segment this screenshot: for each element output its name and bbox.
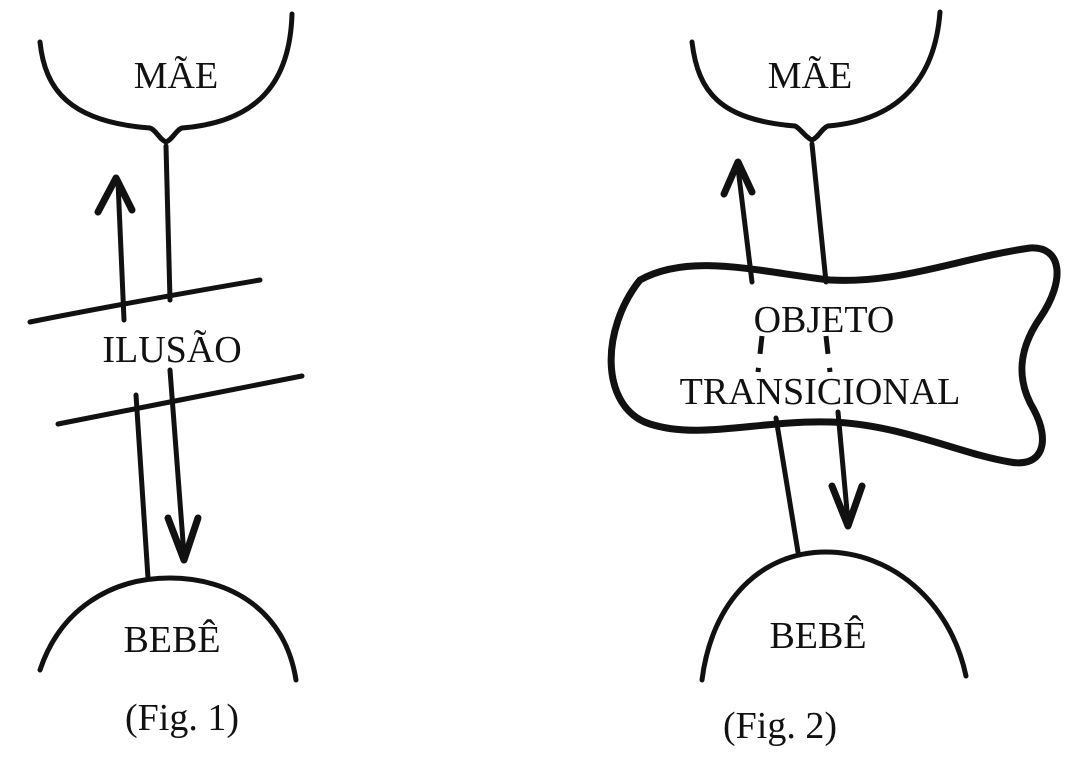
fig1-illusion-line-bottom <box>55 373 305 427</box>
fig1-arrowhead-down <box>164 514 202 564</box>
fig2-object-label: OBJETO <box>754 299 895 341</box>
fig1-baby-shape <box>37 575 299 683</box>
figure-1: MÃE ILUSÃO BEBÊ (Fig. 1) <box>27 11 305 739</box>
fig2-mother-label: MÃE <box>768 55 852 97</box>
fig2-line-baby-to-mother-bottom <box>773 415 801 555</box>
fig1-caption: (Fig. 1) <box>125 697 239 739</box>
fig2-arrowhead-up <box>720 158 756 198</box>
fig2-baby-shape <box>699 549 969 683</box>
fig2-line-mother-to-baby-dashed <box>823 335 833 373</box>
fig2-transitional-object-shape <box>607 244 1061 467</box>
fig2-caption: (Fig. 2) <box>723 705 837 747</box>
fig2-arrowhead-down <box>828 482 866 530</box>
fig1-illusion-line-top <box>27 277 263 325</box>
figure-2: MÃE OBJETO TRANSICIONAL BEBÊ (Fig. 2) <box>607 9 1061 747</box>
fig2-mother-shape <box>689 9 943 143</box>
fig1-line-baby-to-mother <box>133 392 151 581</box>
fig2-transitional-label: TRANSICIONAL <box>680 371 961 413</box>
fig1-arrowhead-up <box>94 174 136 216</box>
fig2-line-baby-to-mother-top <box>735 165 755 285</box>
fig1-line-mother-to-baby <box>163 143 173 303</box>
fig1-illusion-label: ILUSÃO <box>102 329 241 371</box>
fig2-line-mother-to-baby-top <box>809 141 829 285</box>
fig1-line-baby-to-mother-upper <box>115 179 127 323</box>
fig1-baby-label: BEBÊ <box>123 619 220 661</box>
fig2-line-baby-to-mother-dashed <box>755 335 765 373</box>
fig2-line-mother-to-baby-bottom <box>835 409 851 525</box>
fig1-mother-shape <box>37 11 295 145</box>
fig2-baby-label: BEBÊ <box>769 615 866 657</box>
fig1-mother-label: MÃE <box>134 55 218 97</box>
